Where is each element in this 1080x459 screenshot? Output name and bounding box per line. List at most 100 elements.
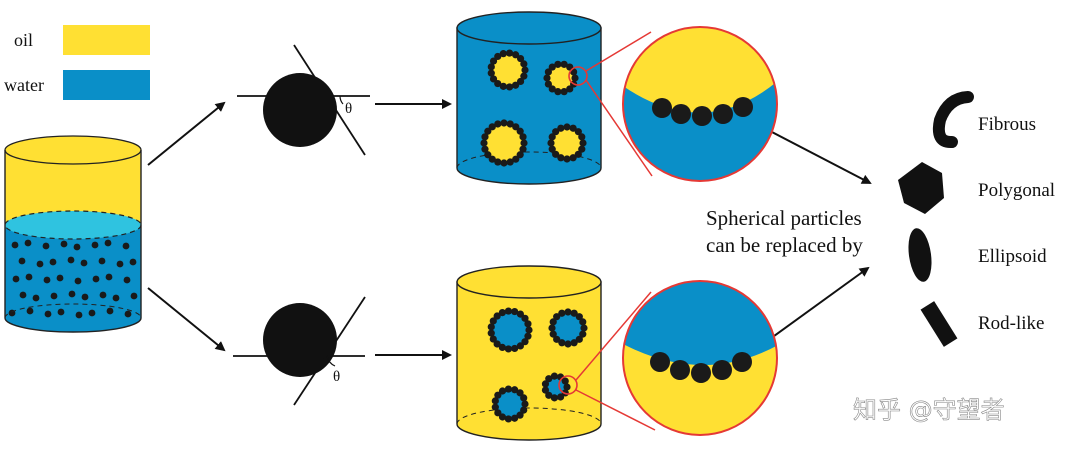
droplet-particle [563, 383, 571, 391]
droplet-particle [484, 151, 492, 159]
shape-label-rod-like: Rod-like [978, 313, 1045, 334]
droplet-particle [487, 63, 495, 71]
beaker-bottom-back [4, 303, 142, 319]
droplet-particle [504, 385, 513, 393]
magnifier-outline [622, 280, 778, 436]
shape-label-polygonal: Polygonal [978, 180, 1055, 201]
droplet-particle [489, 317, 497, 325]
droplet-particle [498, 309, 506, 317]
droplet-particle [519, 145, 527, 153]
dispersed-particle [42, 242, 50, 250]
droplet-particle [512, 155, 520, 163]
droplet-particle [516, 77, 525, 86]
dispersed-particle [129, 258, 137, 266]
droplet-particle [569, 124, 577, 132]
droplet-particle [511, 344, 519, 353]
dispersed-particle [18, 257, 26, 265]
droplet-particle [571, 74, 579, 82]
droplet-particle [499, 82, 507, 90]
dispersed-particle [44, 310, 52, 318]
zoom-target-circle [568, 66, 588, 86]
droplet-particle [563, 155, 571, 163]
dispersed-particle [98, 257, 106, 265]
dispersed-particle [75, 311, 83, 319]
droplet-particle [554, 88, 562, 96]
droplet-particle [520, 394, 528, 402]
dispersed-particle [92, 275, 100, 283]
droplet-particle [511, 386, 519, 394]
beaker-bottom-back [456, 151, 602, 169]
magnifier-top [585, 26, 778, 182]
dispersed-particle [81, 293, 89, 301]
interface-particle [691, 363, 711, 383]
magnifier-outline [622, 26, 778, 182]
theta-label: θ [345, 101, 352, 117]
zoom-line [575, 291, 652, 381]
dispersed-particle [122, 242, 130, 250]
interface-particle [692, 106, 712, 126]
interface-particle [670, 360, 690, 380]
dispersed-particle [116, 260, 124, 268]
shape-label-fibrous: Fibrous [978, 114, 1036, 135]
dispersed-particle [56, 274, 64, 282]
droplet-particle [494, 52, 502, 61]
droplet-particle [553, 335, 561, 343]
droplet-particle [575, 335, 583, 343]
droplet-particle [558, 309, 566, 317]
droplet-particle [521, 314, 529, 322]
dispersed-particle [68, 290, 76, 298]
droplet-particle [520, 406, 528, 414]
droplet-particle [484, 127, 492, 135]
caption-line-2: can be replaced by [706, 233, 863, 257]
droplet-particle [511, 81, 520, 89]
droplet-particle [556, 393, 565, 401]
droplet-particle [580, 324, 588, 332]
droplet-particle [543, 74, 551, 82]
droplet-particle [494, 391, 502, 399]
droplet-particle [505, 83, 514, 91]
droplet-particle [566, 85, 574, 93]
droplet-particle [564, 340, 572, 348]
droplet-particle [548, 324, 556, 332]
angle-arc [326, 355, 336, 367]
legend-swatch-water [63, 70, 150, 100]
droplet-particle [493, 340, 501, 348]
droplet-particle [544, 68, 552, 76]
droplet-particle [511, 51, 520, 59]
droplet-particle [553, 313, 561, 321]
droplet-particle [524, 320, 532, 328]
contact-angle-top: θ [237, 44, 370, 156]
droplet-particle [548, 85, 556, 93]
droplet-core [546, 377, 566, 397]
droplet-particle [516, 127, 524, 135]
zoom-line [585, 31, 652, 72]
droplet-particle [504, 415, 513, 423]
droplet-particle [545, 391, 553, 399]
watermark: 知乎 @守望者 [853, 396, 1005, 424]
droplet-core [492, 312, 528, 348]
droplet-particle [570, 339, 578, 347]
droplet-particle [498, 413, 507, 421]
beaker-bottom-back [456, 407, 602, 425]
dispersed-particle [112, 294, 120, 302]
dispersed-particle [36, 260, 44, 268]
droplet-particle [500, 119, 508, 127]
droplet-particle [516, 310, 524, 318]
dispersed-particle [60, 240, 68, 248]
mixed-beaker [4, 135, 142, 333]
pickering-droplets [480, 49, 587, 167]
legend: oil water [4, 25, 150, 100]
beaker-body [456, 27, 602, 185]
droplet-particle [549, 318, 557, 326]
bottom-beaker-water-in-oil [456, 265, 602, 441]
droplet-particle [489, 75, 498, 83]
droplet-particle [552, 150, 560, 158]
zoom-line [585, 79, 653, 177]
interface-particles [652, 97, 753, 126]
dispersed-particle [74, 277, 82, 285]
droplet-particle [548, 133, 556, 141]
dispersed-particle [25, 273, 33, 281]
interface-particle [712, 360, 732, 380]
caption-line-1: Spherical particles [706, 206, 862, 230]
droplet-particle [512, 123, 520, 131]
